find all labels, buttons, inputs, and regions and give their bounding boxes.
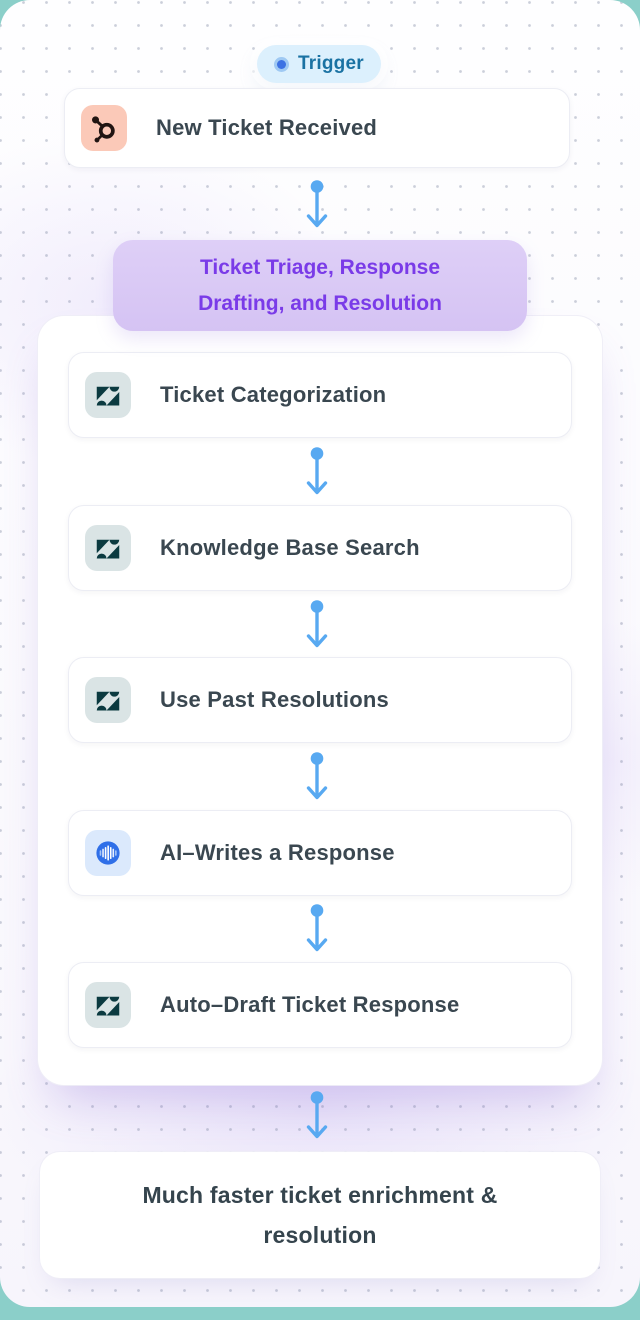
step-card-label: Knowledge Base Search (160, 535, 420, 560)
trigger-badge[interactable]: Trigger (257, 45, 381, 83)
step-card-ticket-categorization[interactable]: Ticket Categorization (68, 352, 572, 438)
zendesk-icon (85, 982, 131, 1028)
flow-arrow-down-icon (305, 1090, 329, 1146)
flow-arrow-down-icon (305, 751, 329, 807)
step-card-knowledge-base-search[interactable]: Knowledge Base Search (68, 505, 572, 591)
step-card-label: New Ticket Received (156, 115, 378, 140)
step-card-auto-draft-ticket-response[interactable]: Auto–Draft Ticket Response (68, 962, 572, 1048)
outcome-card: Much faster ticket enrichment & resoluti… (40, 1152, 600, 1278)
flow-arrow-down-icon (305, 903, 329, 959)
zendesk-icon (85, 525, 131, 571)
outcome-line1: Much faster ticket enrichment & (142, 1182, 498, 1208)
outcome-line2: resolution (263, 1222, 377, 1248)
hubspot-icon (81, 105, 127, 151)
phase-banner-line1: Ticket Triage, Response (199, 255, 441, 279)
step-card-label: Auto–Draft Ticket Response (160, 992, 460, 1017)
flow-arrow-down-icon (305, 446, 329, 502)
step-card-ai-writes-response[interactable]: AI–Writes a Response (68, 810, 572, 896)
flow-arrow-down-icon (305, 599, 329, 655)
zendesk-icon (85, 677, 131, 723)
step-card-label: Ticket Categorization (160, 382, 387, 407)
phase-banner-line2: Drafting, and Resolution (198, 291, 442, 315)
step-card-label: AI–Writes a Response (160, 840, 395, 865)
step-card-label: Use Past Resolutions (160, 687, 389, 712)
step-card-use-past-resolutions[interactable]: Use Past Resolutions (68, 657, 572, 743)
zendesk-icon (85, 372, 131, 418)
flow-arrow-down-icon (305, 179, 329, 235)
trigger-dot-icon (274, 56, 289, 72)
step-card-new-ticket-received[interactable]: New Ticket Received (64, 88, 570, 168)
phase-banner: Ticket Triage, Response Drafting, and Re… (113, 240, 527, 331)
ai-waveform-icon (85, 830, 131, 876)
trigger-label: Trigger (298, 53, 364, 74)
